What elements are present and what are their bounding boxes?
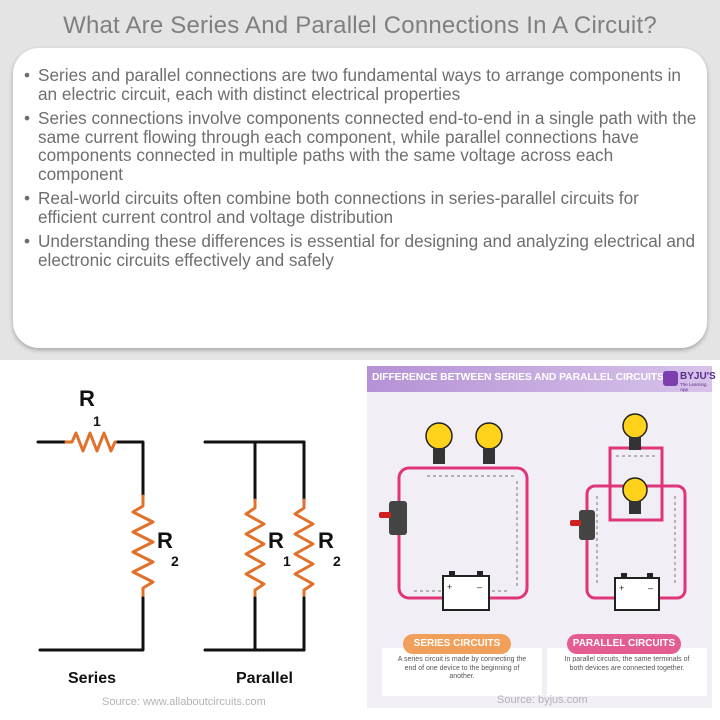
series-r1-label: R: [79, 386, 95, 411]
parallel-r1-label: R: [268, 528, 284, 553]
series-parallel-schematic: R 1 R 2 R 1 R 2 Series Parallel Source: …: [36, 386, 341, 708]
bullet-list: Series and parallel connections are two …: [24, 66, 700, 275]
parallel-resistor-r1: [244, 498, 266, 600]
parallel-r2-subscript: 2: [333, 553, 341, 569]
parallel-circuit-drawing: + –: [570, 413, 687, 611]
byjus-logo-text: BYJU'S: [680, 371, 716, 382]
series-wire-bottom: [38, 596, 145, 652]
parallel-caption: Parallel: [236, 670, 293, 687]
infographic-header: [367, 366, 712, 392]
series-r2-subscript: 2: [171, 553, 179, 569]
series-switch-icon: [379, 501, 407, 535]
page-title: What Are Series And Parallel Connections…: [63, 12, 657, 39]
series-description-box: [382, 648, 542, 696]
series-r2-label: R: [157, 528, 173, 553]
parallel-circuits-pill: PARALLEL CIRCUITS: [567, 634, 681, 654]
circuits-illustration: + – + –: [379, 413, 687, 611]
series-battery-plus: +: [447, 582, 452, 592]
comparison-infographic: DIFFERENCE BETWEEN SERIES AND PARALLEL C…: [367, 366, 716, 708]
series-resistor-r1: [64, 431, 120, 453]
bullet-item: Understanding these differences is essen…: [24, 232, 700, 269]
parallel-r2-label: R: [318, 528, 334, 553]
series-battery-minus: –: [477, 582, 482, 592]
series-bulb-right-icon: [475, 422, 503, 464]
series-circuit-drawing: + –: [379, 422, 529, 611]
parallel-battery-plus: +: [619, 583, 624, 593]
parallel-resistor-r2: [293, 498, 315, 600]
series-caption: Series: [68, 670, 116, 687]
parallel-current-arrows: [596, 455, 676, 586]
series-description: A series circuit is made by connecting t…: [397, 656, 527, 680]
byjus-logo-icon: [663, 371, 678, 386]
infographic-title: DIFFERENCE BETWEEN SERIES AND PARALLEL C…: [372, 372, 664, 383]
parallel-bulb-bottom-icon: [622, 477, 648, 514]
series-wire-top-right: [116, 440, 145, 498]
bullet-item: Real-world circuits often combine both c…: [24, 189, 700, 226]
parallel-r1-subscript: 1: [283, 553, 291, 569]
series-r1-subscript: 1: [93, 413, 101, 429]
right-source-text: Source: byjus.com: [497, 694, 588, 706]
parallel-bulb-top-icon: [622, 413, 648, 450]
left-source-text: Source: www.allaboutcircuits.com: [102, 696, 266, 708]
bullet-item: Series connections involve components co…: [24, 109, 700, 183]
bullet-item: Series and parallel connections are two …: [24, 66, 700, 103]
series-circuit: [36, 431, 155, 652]
byjus-logo-subtitle: The Learning App: [680, 382, 707, 392]
parallel-description-box: [547, 648, 707, 696]
parallel-circuit: [203, 440, 315, 652]
series-bulb-left-icon: [425, 422, 453, 464]
series-battery-icon: [442, 571, 490, 611]
parallel-switch-icon: [570, 510, 595, 540]
series-current-arrows: [412, 475, 518, 592]
series-resistor-r2: [131, 494, 155, 600]
parallel-description: In parallel circuits, the same terminals…: [564, 656, 690, 672]
parallel-battery-icon: [614, 573, 660, 611]
series-circuits-pill: SERIES CIRCUITS: [403, 634, 511, 654]
parallel-battery-minus: –: [648, 583, 653, 593]
